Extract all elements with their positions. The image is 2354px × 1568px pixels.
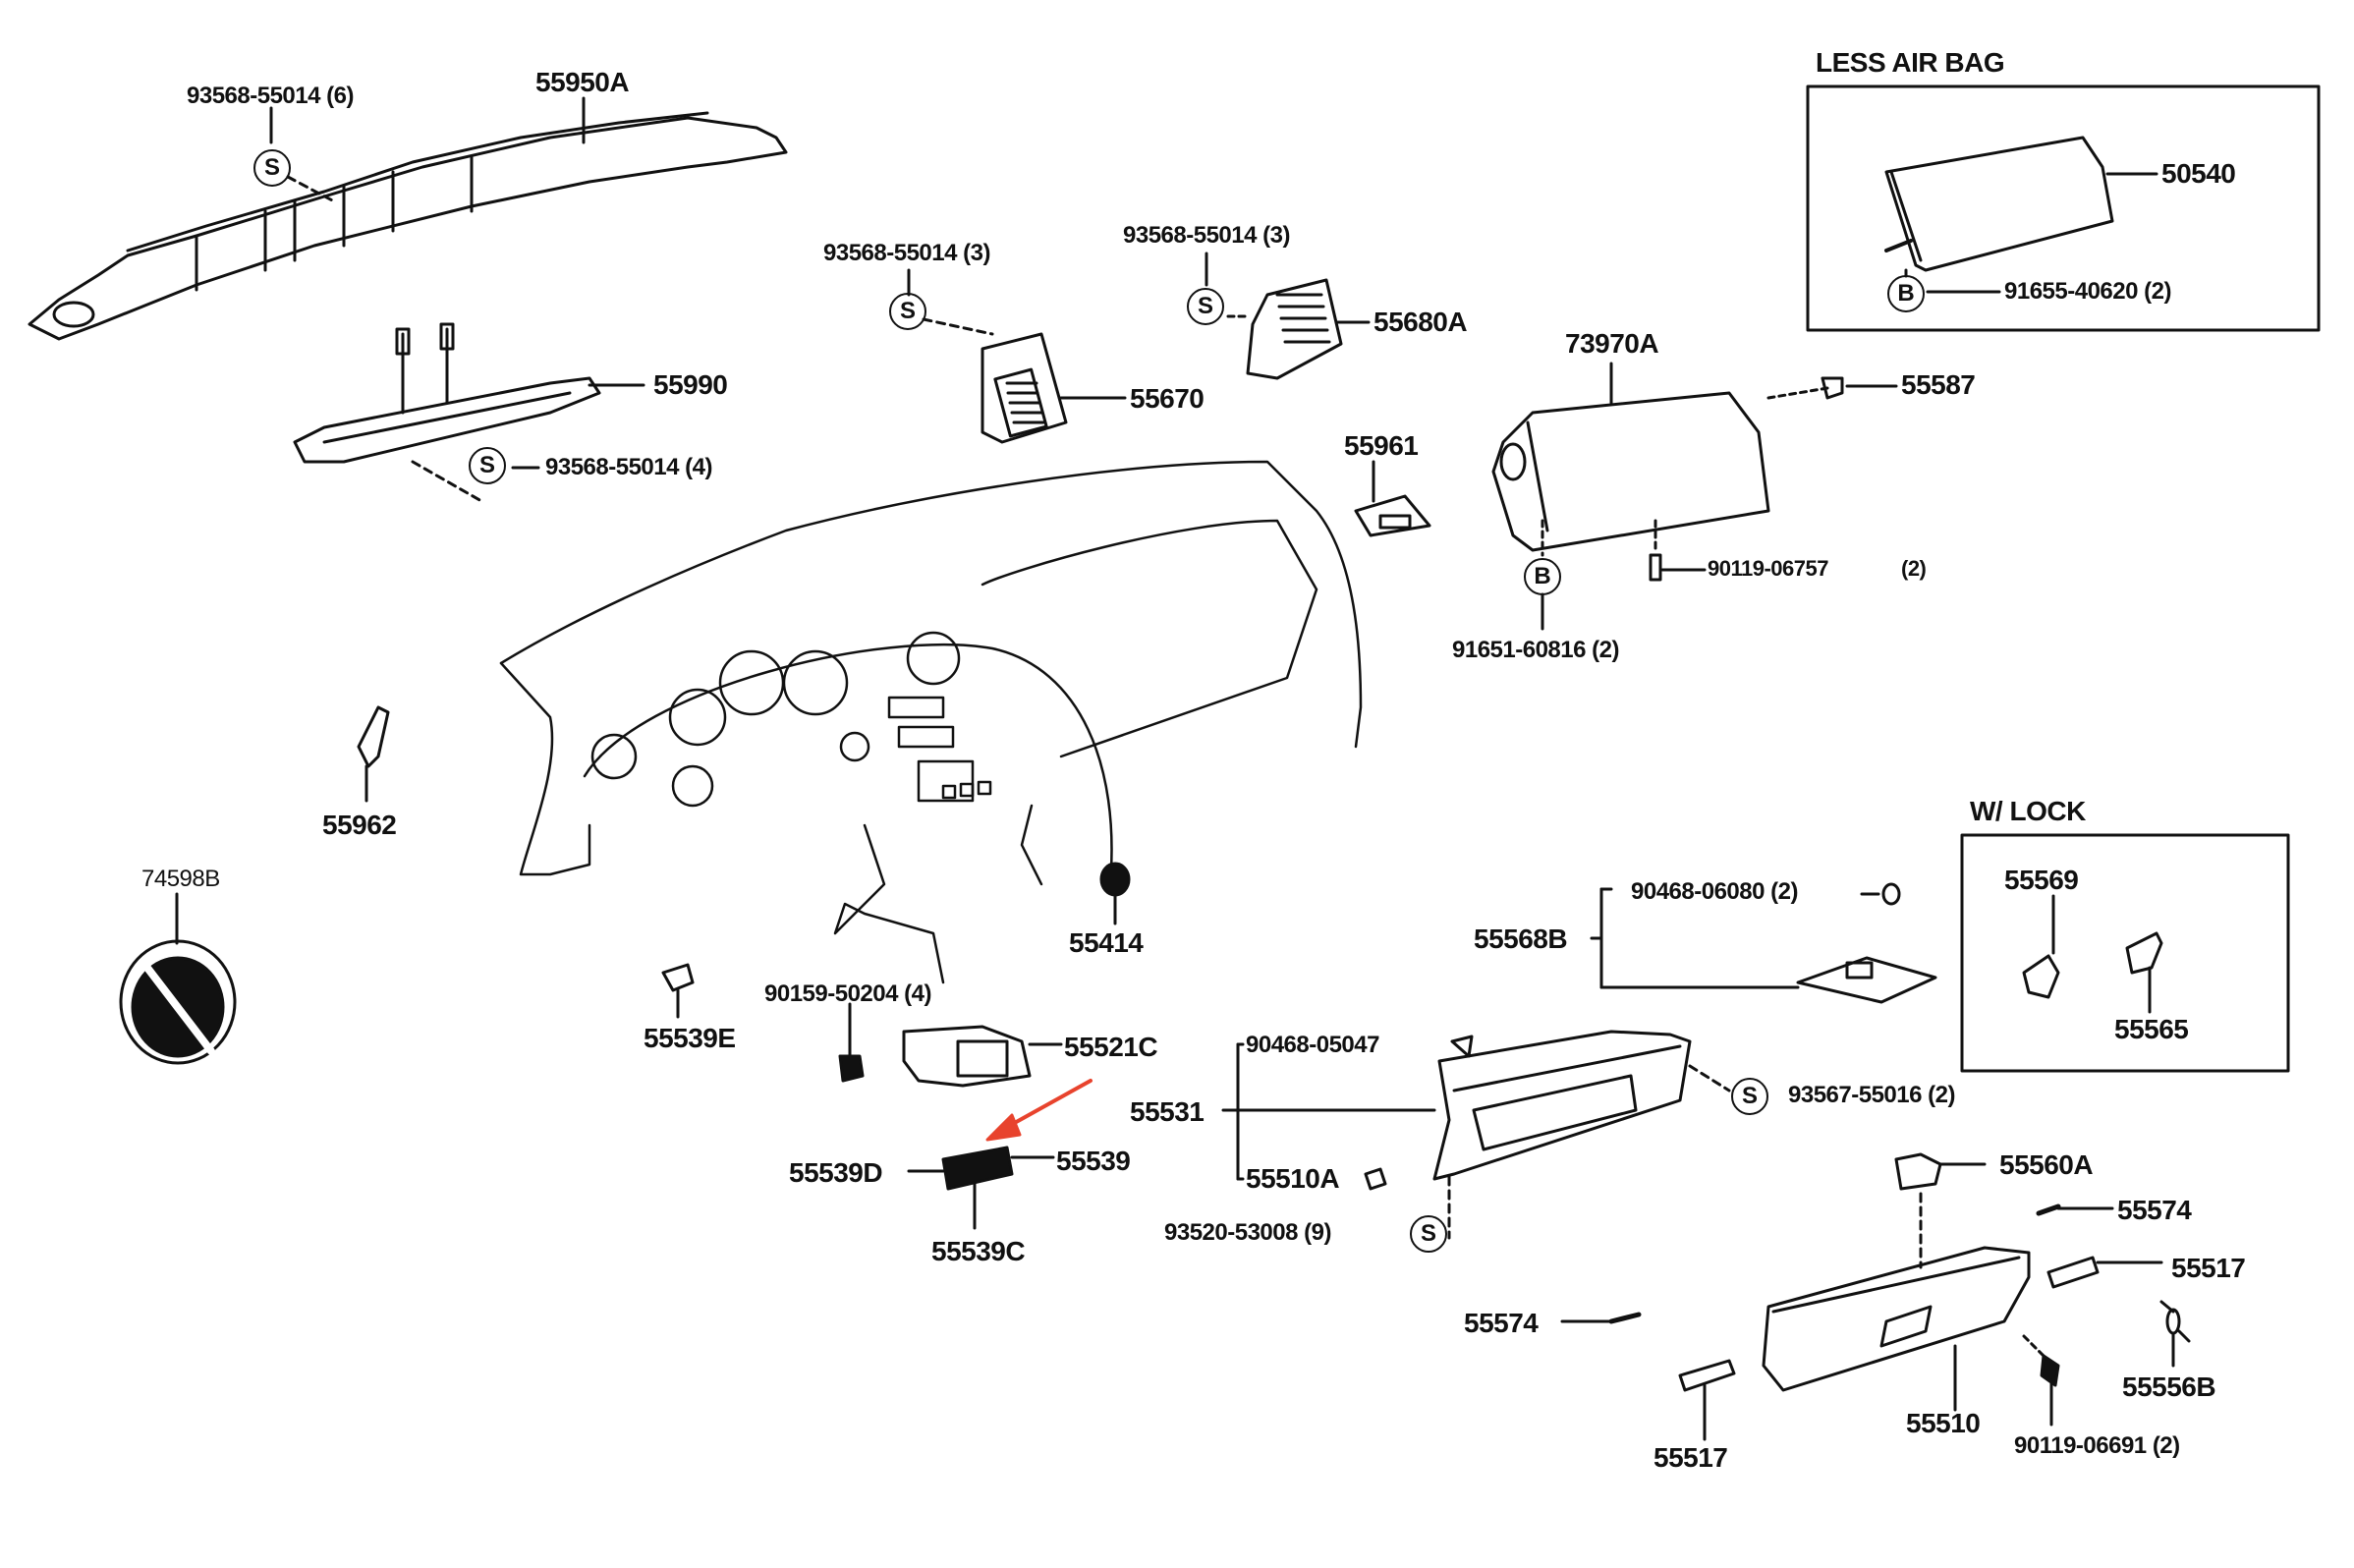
lock-cylinder-part[interactable] (2022, 954, 2060, 999)
with-lock-box (1960, 833, 2290, 1073)
part-label[interactable]: 55539D (789, 1157, 883, 1188)
part-label[interactable]: 55990 (653, 369, 728, 400)
part-quantity: (2) (1901, 556, 1927, 581)
part-label[interactable]: 91651-60816 (2) (1452, 637, 1619, 663)
clip-55962-part[interactable] (357, 705, 390, 768)
s-fastener-symbol: S (469, 447, 506, 484)
part-label[interactable]: 55587 (1901, 369, 1976, 400)
lock-striker-part[interactable] (1796, 956, 1937, 1004)
part-label[interactable]: 93520-53008 (9) (1164, 1219, 1331, 1246)
part-label[interactable]: 55568B (1474, 924, 1568, 954)
highlight-arrow (985, 1079, 1093, 1142)
air-duct-part[interactable] (28, 111, 788, 341)
part-label[interactable]: 55569 (2004, 865, 2079, 895)
part-label[interactable]: 55521C (1064, 1032, 1158, 1062)
part-label[interactable]: 55510 (1906, 1408, 1981, 1438)
part-label[interactable]: 55510A (1246, 1163, 1340, 1194)
instrument-panel-part[interactable] (499, 460, 1363, 984)
part-label[interactable]: 55539 (1056, 1146, 1131, 1176)
part-label[interactable]: 55680A (1373, 307, 1468, 337)
glove-box-door-part[interactable] (1762, 1246, 2031, 1392)
part-label[interactable]: 55950A (535, 67, 630, 97)
hinge-pin-lower-part[interactable] (1678, 1359, 1736, 1392)
passenger-airbag-part[interactable] (1491, 391, 1770, 552)
part-label[interactable]: 55961 (1344, 430, 1419, 461)
part-label[interactable]: 55517 (1653, 1442, 1728, 1473)
part-label[interactable]: 55414 (1069, 927, 1144, 958)
reinforcement-part[interactable] (293, 322, 601, 464)
part-label[interactable]: 93568-55014 (6) (187, 83, 354, 109)
spring-55556B-part[interactable] (2159, 1300, 2191, 1343)
part-label[interactable]: 55670 (1130, 383, 1205, 414)
part-label[interactable]: 90468-05047 (1246, 1032, 1379, 1058)
part-label[interactable]: 90159-50204 (4) (764, 980, 931, 1007)
hinge-pin-upper-part[interactable] (2046, 1256, 2100, 1289)
part-label[interactable]: 93567-55016 (2) (1788, 1082, 1955, 1108)
glove-box-part[interactable] (1432, 1030, 1692, 1181)
side-vent-part[interactable] (1246, 278, 1343, 380)
section-title-less-air-bag: LESS AIR BAG (1816, 47, 2005, 78)
cover-panel-part[interactable] (1884, 136, 2114, 272)
part-label[interactable]: 55962 (322, 810, 397, 840)
part-label[interactable]: 93568-55014 (3) (1123, 222, 1290, 249)
part-label[interactable]: 90119-06757 (1708, 556, 1828, 581)
grommet-55414-part[interactable] (1099, 862, 1131, 897)
part-label[interactable]: 55517 (2171, 1253, 2246, 1283)
b-fastener-symbol: B (1887, 275, 1925, 312)
center-vent-part[interactable] (981, 332, 1068, 444)
part-label[interactable]: 55531 (1130, 1096, 1205, 1127)
lock-cover-part[interactable] (2125, 931, 2163, 975)
part-label[interactable]: 55565 (2114, 1014, 2189, 1044)
part-label[interactable]: 90468-06080 (2) (1631, 878, 1798, 905)
part-label[interactable]: 55560A (1999, 1149, 2094, 1180)
part-label[interactable]: 93568-55014 (4) (545, 454, 712, 480)
part-label[interactable]: 55539C (931, 1236, 1026, 1266)
s-fastener-symbol: S (889, 293, 926, 330)
part-label[interactable]: 74598B (141, 866, 220, 892)
b-fastener-symbol: B (1524, 558, 1561, 595)
switch-55539-part[interactable] (941, 1146, 1014, 1191)
s-fastener-symbol: S (1187, 288, 1224, 325)
part-label[interactable]: 55539E (644, 1023, 736, 1053)
part-label[interactable]: 93568-55014 (3) (823, 240, 990, 266)
clip-55539E-part[interactable] (661, 963, 695, 992)
ashtray-housing-part[interactable] (902, 1025, 1032, 1088)
latch-55560A-part[interactable] (1894, 1152, 1942, 1191)
small-clip-part[interactable] (1354, 494, 1431, 537)
airbag-warning-sticker[interactable] (119, 939, 237, 1065)
part-label[interactable]: 55574 (1464, 1308, 1539, 1338)
s-fastener-symbol: S (1410, 1215, 1447, 1253)
less-air-bag-box (1806, 84, 2321, 332)
part-label[interactable]: 55556B (2122, 1372, 2216, 1402)
part-label[interactable]: 90119-06691 (2) (2014, 1432, 2180, 1459)
part-label[interactable]: 73970A (1565, 328, 1659, 359)
section-title-with-lock: W/ LOCK (1970, 796, 2086, 826)
part-label[interactable]: 55574 (2117, 1195, 2192, 1225)
part-label[interactable]: 91655-40620 (2) (2004, 278, 2171, 305)
s-fastener-symbol: S (253, 149, 291, 187)
s-fastener-symbol: S (1731, 1078, 1768, 1115)
part-label[interactable]: 50540 (2161, 158, 2236, 189)
